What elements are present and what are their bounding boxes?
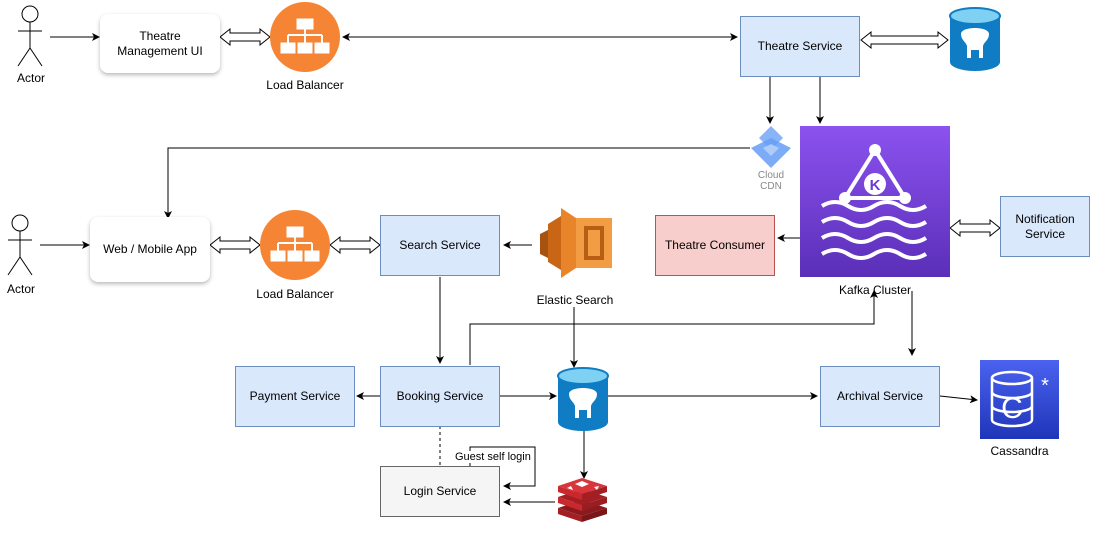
search-service-label: Search Service — [399, 238, 481, 252]
postgres-db-top-icon — [949, 7, 1001, 71]
double-arrow-kafka-notification — [949, 218, 1001, 238]
theatre-service[interactable]: Theatre Service — [740, 16, 860, 77]
load-balancer-bottom-label: Load Balancer — [256, 287, 334, 301]
redis-icon — [558, 478, 607, 522]
postgres-db-bottom-icon — [557, 367, 609, 431]
double-arrow-lb-search — [329, 235, 381, 255]
theatre-service-label: Theatre Service — [757, 39, 843, 53]
edge-archival-to-cassandra — [939, 395, 978, 404]
svg-text:K: K — [870, 177, 881, 194]
payment-service-label: Payment Service — [249, 389, 341, 403]
kafka-cluster-icon: K — [800, 126, 950, 277]
double-arrow-web-lb — [209, 235, 261, 255]
login-service[interactable]: Login Service — [380, 466, 500, 517]
load-balancer-top-label: Load Balancer — [266, 78, 344, 92]
cloud-cdn-icon — [751, 126, 791, 168]
svg-text:C: C — [1001, 392, 1023, 425]
theatre-consumer[interactable]: Theatre Consumer — [655, 215, 775, 276]
web-mobile-app-label: Web / Mobile App — [103, 242, 197, 256]
booking-service-label: Booking Service — [396, 389, 484, 403]
edge-booking-to-kafka — [469, 290, 878, 365]
load-balancer-top-icon — [270, 2, 340, 72]
cassandra-label: Cassandra — [990, 444, 1049, 458]
payment-service[interactable]: Payment Service — [235, 366, 355, 427]
load-balancer-bottom-icon — [260, 210, 330, 280]
double-arrow-theatre-db — [860, 30, 949, 50]
double-arrows — [209, 27, 1001, 255]
archival-service-label: Archival Service — [836, 389, 924, 403]
web-mobile-app[interactable]: Web / Mobile App — [90, 217, 210, 282]
elastic-search-label: Elastic Search — [536, 293, 614, 307]
login-service-label: Login Service — [403, 484, 477, 498]
actor-top-figure — [17, 5, 43, 67]
elastic-search-icon — [540, 208, 612, 278]
actor-top-label: Actor — [16, 71, 45, 85]
theatre-management-ui-label: Theatre Management UI — [117, 28, 203, 58]
search-service[interactable]: Search Service — [380, 215, 500, 276]
edge-cdn-to-web-app — [164, 147, 750, 219]
actor-bottom-label: Actor — [6, 282, 35, 296]
double-arrow-ui-lb — [219, 27, 271, 47]
guest-login-label: Guest self login — [455, 451, 531, 463]
notification-service[interactable]: Notification Service — [1000, 196, 1090, 257]
theatre-consumer-label: Theatre Consumer — [664, 238, 766, 252]
archival-service[interactable]: Archival Service — [820, 366, 940, 427]
connectors — [40, 33, 978, 506]
cloud-cdn-label: Cloud CDN — [757, 170, 785, 192]
actor-bottom-figure — [7, 214, 33, 276]
booking-service[interactable]: Booking Service — [380, 366, 500, 427]
cassandra-icon: C * — [980, 360, 1059, 439]
theatre-management-ui[interactable]: Theatre Management UI — [100, 14, 220, 73]
kafka-cluster-label: Kafka Cluster — [838, 283, 912, 297]
svg-text:*: * — [1041, 375, 1049, 397]
notification-service-label: Notification Service — [1015, 211, 1075, 241]
